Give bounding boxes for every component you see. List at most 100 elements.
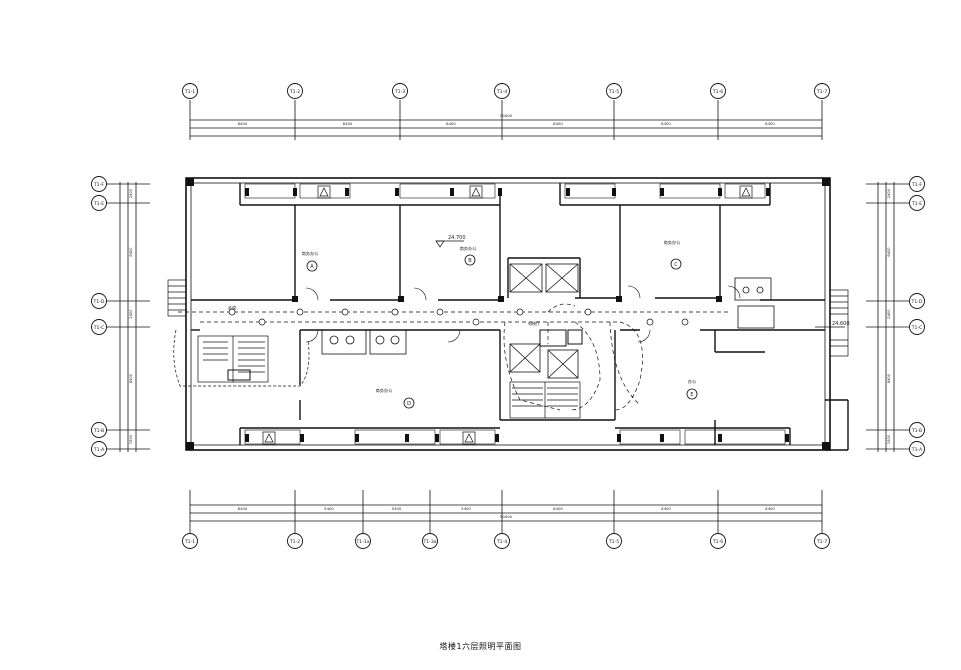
axis-bubble: T1-3: [392, 83, 408, 99]
corridor-label: 走道: [228, 304, 236, 310]
dimension-label: 8400: [129, 247, 133, 257]
elevation-markers: [435, 240, 845, 328]
room-tag-letter: C: [674, 262, 678, 268]
exterior-stair-left: [167, 279, 187, 317]
wall-fixtures: [245, 188, 789, 442]
structural-columns: [186, 178, 830, 450]
dimension-label: 2400: [129, 309, 133, 319]
svg-text:T1-C: T1-C: [93, 325, 105, 331]
axis-bubble: T1-7: [814, 83, 830, 99]
axis-bubble: T1-2: [287, 83, 303, 99]
room-label: 商务办公: [664, 239, 682, 246]
svg-text:T1-2: T1-2: [289, 539, 300, 545]
room-label: 办公: [688, 378, 697, 385]
room-label: 商务办公: [460, 245, 478, 252]
axis-bubble: T1-C: [909, 319, 925, 335]
axis-bubble: T1-1: [182, 83, 198, 99]
lobby-label: 电梯厅: [528, 320, 540, 326]
axis-bubble: T1-F: [909, 176, 925, 192]
stairwell-left: [173, 329, 310, 387]
dimension-label: 1500: [887, 434, 891, 444]
svg-text:T1-2: T1-2: [289, 89, 300, 95]
axis-bubble: T1-E: [909, 195, 925, 211]
axis-bubble: T1-E: [91, 195, 107, 211]
interior-walls: [191, 183, 849, 451]
axis-bubble: T1-4: [494, 533, 510, 549]
axis-bubble: T1-7: [814, 533, 830, 549]
svg-text:T1-E: T1-E: [93, 201, 104, 207]
axis-bubble: T1-6: [710, 83, 726, 99]
building-outline: [185, 177, 831, 451]
axis-bubble: T1-D: [909, 293, 925, 309]
top-dimension-chain: [189, 100, 823, 140]
stairwell-core: [509, 329, 583, 419]
svg-text:T1-F: T1-F: [911, 182, 922, 188]
dimension-label: 8400: [343, 121, 353, 126]
svg-text:T1-6: T1-6: [712, 539, 723, 545]
dimension-label: 2400: [129, 188, 133, 198]
svg-text:T1-F: T1-F: [93, 182, 104, 188]
dimension-label: 8400: [765, 506, 775, 511]
svg-text:T1-1: T1-1: [184, 539, 195, 545]
room-tags: [306, 254, 698, 409]
dimension-label: 1500: [129, 434, 133, 444]
left-axis-bubbles: T1-FT1-ET1-DT1-CT1-BT1-A: [91, 176, 107, 457]
svg-text:T1-E: T1-E: [911, 201, 922, 207]
axis-bubble: T1-1: [182, 533, 198, 549]
axis-bubble: T1-1a: [355, 533, 371, 549]
dimension-label: 8400: [553, 506, 563, 511]
restroom-block: [321, 277, 775, 355]
exit-light-icons: [262, 185, 753, 445]
elevator-shafts: [509, 263, 579, 379]
dimension-label: 5400: [324, 506, 334, 511]
room-tag-letter: E: [690, 392, 693, 398]
right-dimension-chain: [866, 182, 910, 452]
window-bands: [244, 183, 786, 445]
svg-text:T1-C: T1-C: [911, 325, 923, 331]
drawing-title: 塔楼1六层照明平面图: [439, 642, 522, 651]
room-tag-letter: A: [310, 264, 314, 270]
dimension-label: 8400: [238, 506, 248, 511]
svg-text:T1-1a: T1-1a: [355, 539, 369, 545]
axis-bubble: T1-5: [606, 533, 622, 549]
dimension-label: 5400: [392, 506, 402, 511]
dimension-label: 8400: [887, 373, 891, 383]
left-dimension-labels: 2400 8400 2400 8400 1500: [129, 188, 133, 444]
svg-text:T1-3a: T1-3a: [422, 539, 436, 545]
right-dimension-labels: 2400 8400 2400 8400 1500: [887, 188, 891, 444]
axis-bubble: T1-5: [606, 83, 622, 99]
room-tag-letter: D: [407, 401, 411, 407]
dimension-label: 8400: [446, 121, 456, 126]
dimension-total: 50400: [500, 514, 513, 519]
dimension-label: 8400: [661, 121, 671, 126]
top-axis-bubbles: T1-1 T1-2 T1-3 T1-4 T1-5 T1-6 T1-7: [182, 83, 830, 99]
dimension-label: 2400: [887, 188, 891, 198]
dimension-label: 8400: [661, 506, 671, 511]
bottom-dimension-labels: 8400 5400 5400 5400 8400 8400 8400 50400: [238, 506, 776, 519]
svg-text:T1-A: T1-A: [911, 447, 923, 453]
dimension-label: 2400: [887, 309, 891, 319]
dimension-label: 8400: [887, 247, 891, 257]
svg-text:T1-B: T1-B: [93, 428, 104, 434]
dimension-label: 8400: [765, 121, 775, 126]
door-swings: [305, 285, 741, 343]
elevation-center: 24.700: [448, 235, 466, 241]
svg-text:T1-5: T1-5: [608, 89, 619, 95]
bottom-dimension-chain: [189, 490, 823, 533]
axis-bubble: T1-2: [287, 533, 303, 549]
exterior-stair-right: [829, 289, 849, 357]
dimension-label: 8400: [129, 373, 133, 383]
svg-text:T1-6: T1-6: [712, 89, 723, 95]
svg-text:T1-D: T1-D: [93, 299, 105, 305]
svg-text:T1-D: T1-D: [911, 299, 923, 305]
svg-text:T1-7: T1-7: [816, 539, 827, 545]
elevation-right: 24.600: [832, 321, 850, 327]
dimension-label: 5400: [461, 506, 471, 511]
axis-bubble: T1-D: [91, 293, 107, 309]
svg-text:T1-4: T1-4: [496, 89, 507, 95]
room-label: 商务办公: [376, 387, 394, 394]
